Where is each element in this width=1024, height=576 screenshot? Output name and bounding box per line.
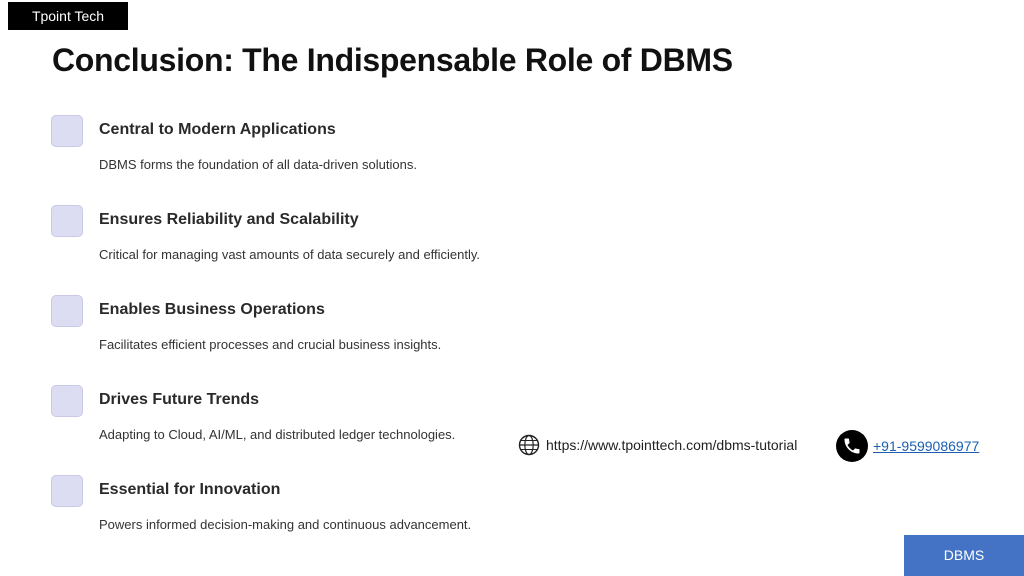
contact-bar: https://www.tpointtech.com/dbms-tutorial… xyxy=(518,430,998,462)
item-title: Essential for Innovation xyxy=(99,481,281,498)
item-description: Facilitates efficient processes and cruc… xyxy=(99,337,442,352)
footer-badge: DBMS xyxy=(904,535,1024,576)
item-marker xyxy=(51,385,83,417)
phone-icon xyxy=(836,430,868,462)
item-title: Enables Business Operations xyxy=(99,301,325,318)
item-title: Central to Modern Applications xyxy=(99,121,336,138)
item-marker xyxy=(51,295,83,327)
globe-icon xyxy=(518,434,540,456)
item-description: Adapting to Cloud, AI/ML, and distribute… xyxy=(99,427,456,442)
phone-link[interactable]: +91-9599086977 xyxy=(873,438,980,454)
item-description: Critical for managing vast amounts of da… xyxy=(99,247,481,262)
item-marker xyxy=(51,115,83,147)
item-title: Drives Future Trends xyxy=(99,391,260,408)
website-url[interactable]: https://www.tpointtech.com/dbms-tutorial xyxy=(546,437,798,453)
brand-tag: Tpoint Tech xyxy=(8,2,128,30)
item-description: DBMS forms the foundation of all data-dr… xyxy=(99,157,417,172)
item-title: Ensures Reliability and Scalability xyxy=(99,211,359,228)
page-title: Conclusion: The Indispensable Role of DB… xyxy=(52,42,733,78)
item-marker xyxy=(51,475,83,507)
item-description: Powers informed decision-making and cont… xyxy=(99,517,472,532)
item-marker xyxy=(51,205,83,237)
